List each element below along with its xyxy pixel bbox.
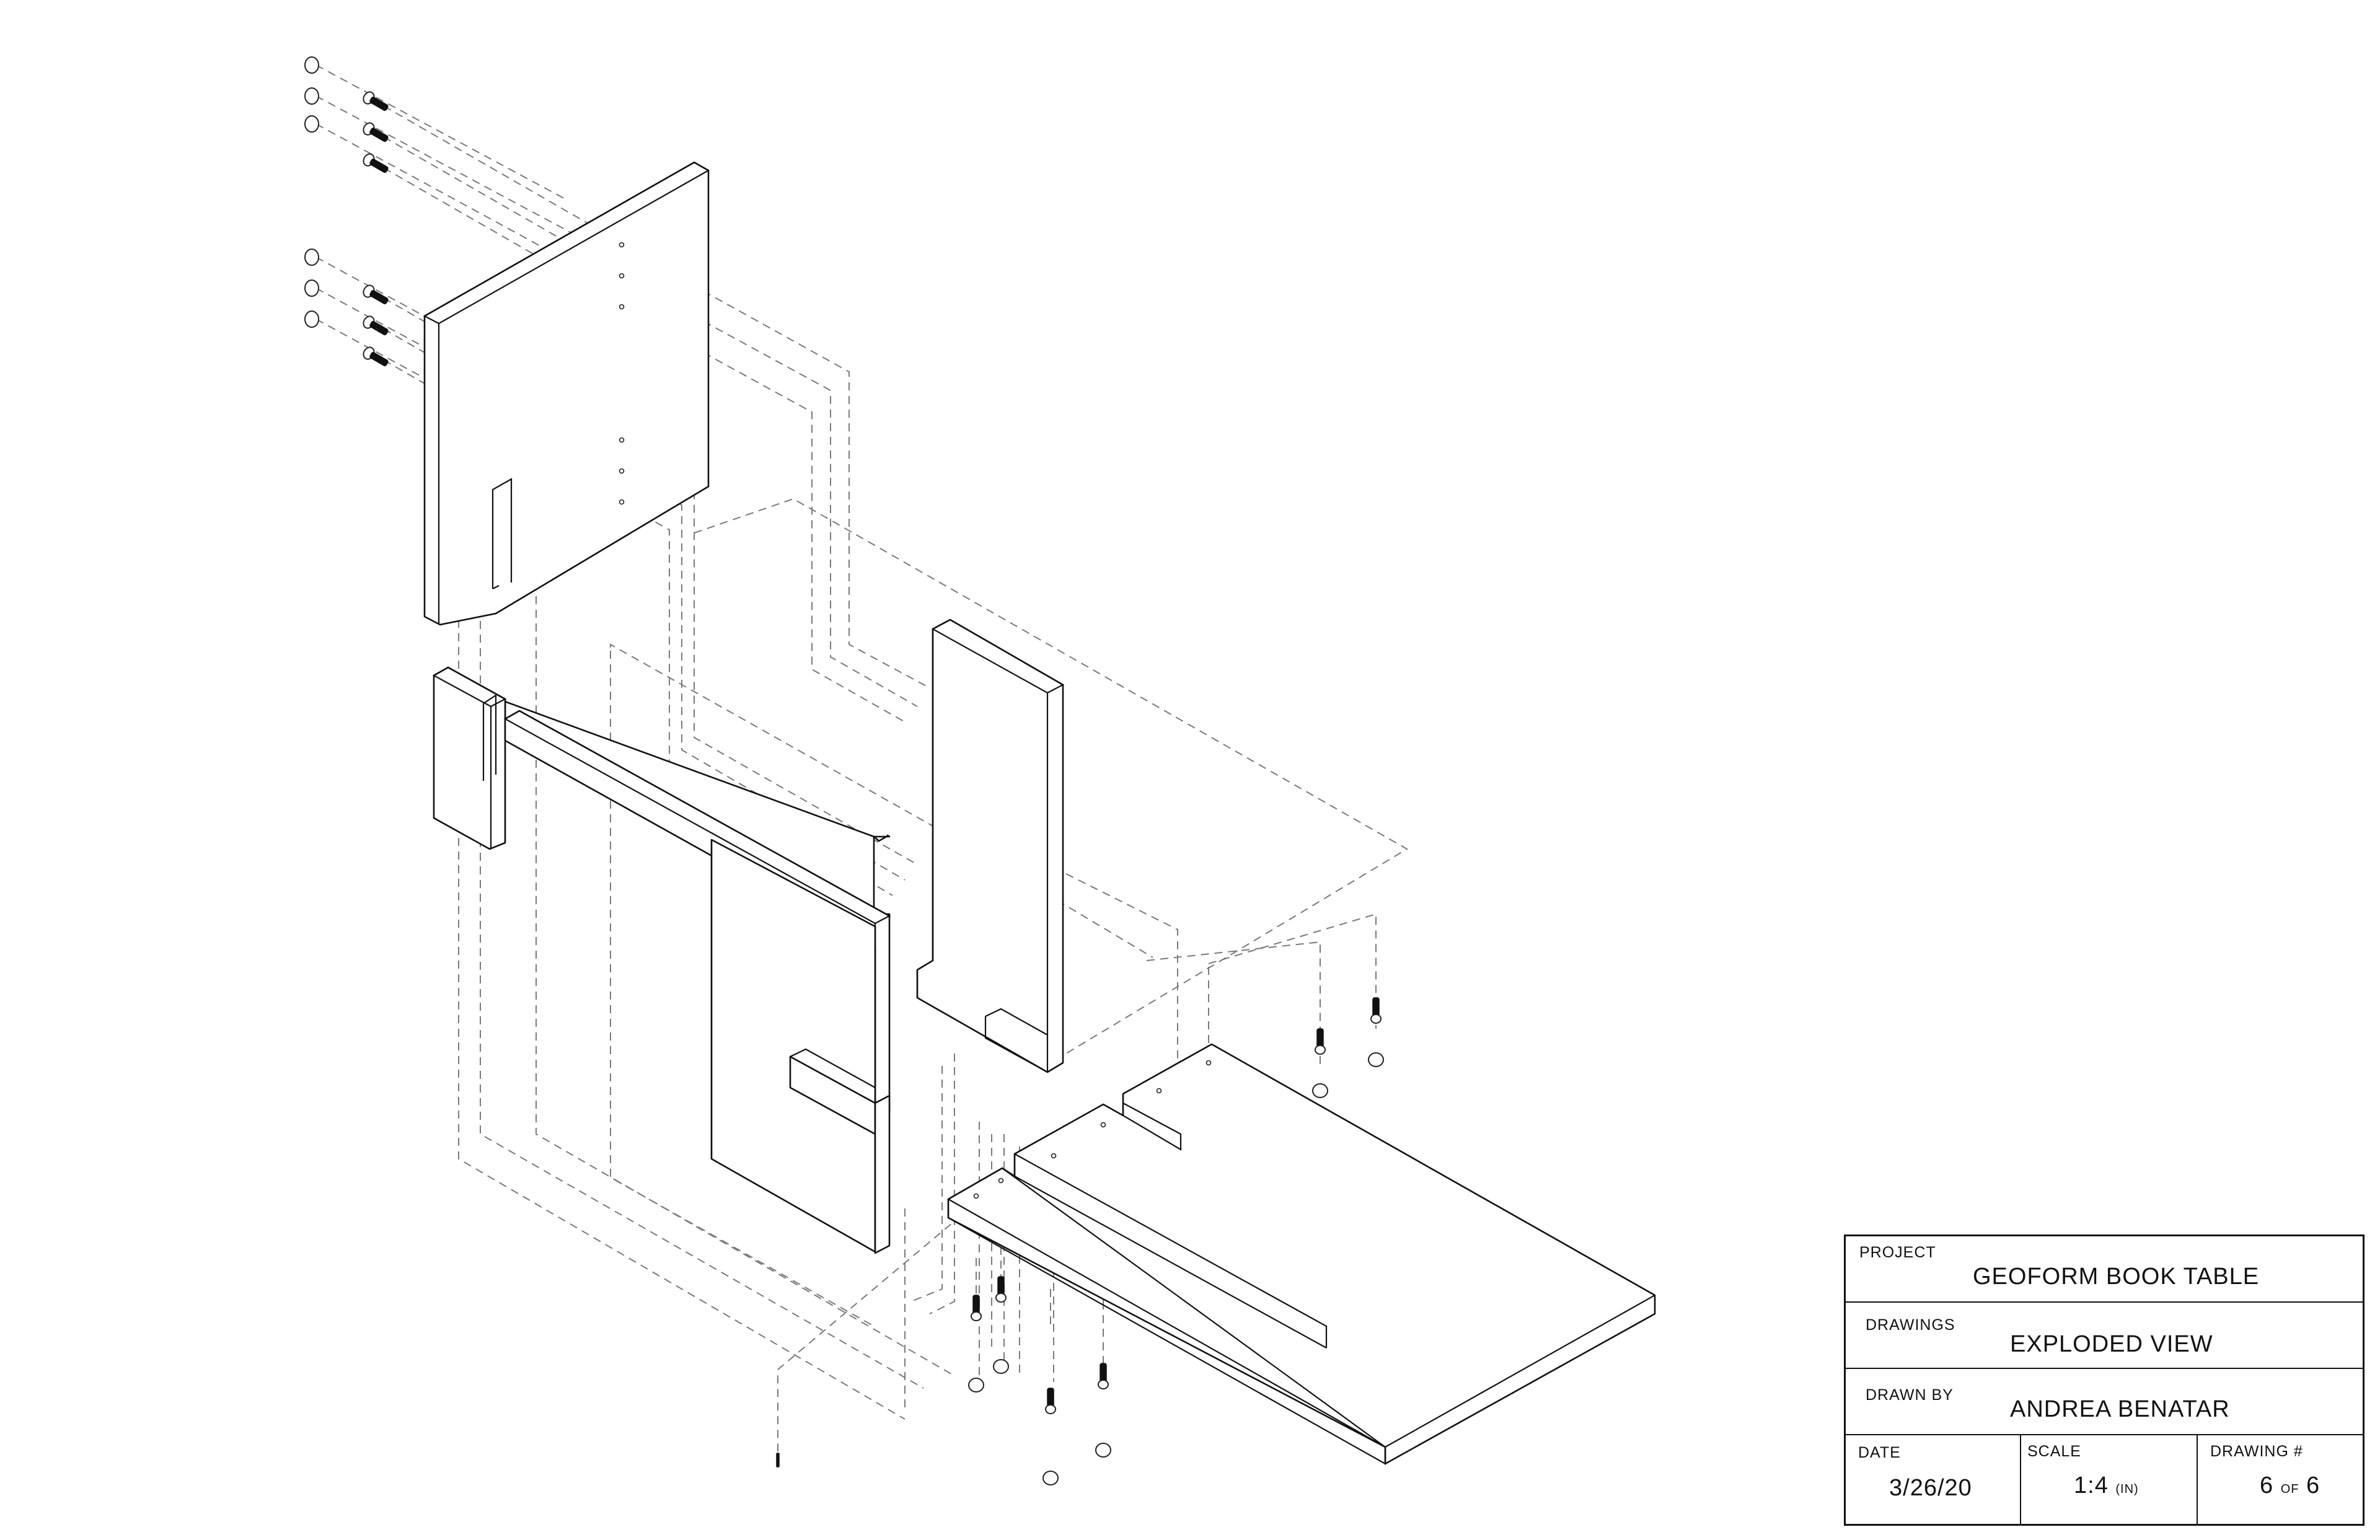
scale-value: 1:4 <box>2074 1472 2109 1498</box>
vertical-screw-icon <box>776 997 1382 1467</box>
drawings-label: DRAWINGS <box>1866 1316 1955 1334</box>
fasteners <box>304 56 1384 1485</box>
drawing-number-group: 6 OF 6 <box>2260 1472 2320 1499</box>
drawn-by-label: DRAWN BY <box>1866 1386 1954 1404</box>
drawing-number-value: 6 <box>2260 1472 2274 1498</box>
drawing-number-of: OF <box>2280 1482 2299 1496</box>
bottom-washer-icon <box>968 1052 1384 1485</box>
project-value: GEOFORM BOOK TABLE <box>1973 1264 2260 1290</box>
project-row: PROJECT GEOFORM BOOK TABLE <box>1846 1236 2363 1303</box>
drawings-row: DRAWINGS EXPLODED VIEW <box>1846 1303 2363 1369</box>
drawn-by-row: DRAWN BY ANDREA BENATAR <box>1846 1369 2363 1435</box>
scale-unit: (IN) <box>2115 1482 2139 1496</box>
base-plate <box>947 1043 1656 1465</box>
drawing-number-cell: DRAWING # 6 OF 6 <box>2198 1435 2363 1526</box>
title-block: PROJECT GEOFORM BOOK TABLE DRAWINGS EXPL… <box>1844 1234 2365 1526</box>
screw-icon <box>363 91 389 366</box>
drawing-number-label: DRAWING # <box>2210 1443 2303 1460</box>
scale-label: SCALE <box>2027 1443 2081 1460</box>
scale-value-group: 1:4 (IN) <box>2074 1472 2139 1499</box>
top-back-panel <box>423 161 710 626</box>
drawn-by-value: ANDREA BENATAR <box>2010 1396 2230 1422</box>
drawing-number-total: 6 <box>2306 1472 2320 1498</box>
date-cell: DATE 3/26/20 <box>1846 1435 2021 1526</box>
date-value: 3/26/20 <box>1889 1475 1972 1501</box>
date-label: DATE <box>1858 1444 1901 1461</box>
right-vertical-post <box>916 618 1065 1073</box>
info-row: DATE 3/26/20 SCALE 1:4 (IN) DRAWING # 6 … <box>1846 1435 2363 1526</box>
left-middle-panel <box>432 666 891 1254</box>
project-label: PROJECT <box>1859 1244 1936 1261</box>
washer-icon <box>304 56 319 328</box>
drawings-value: EXPLODED VIEW <box>2010 1331 2213 1357</box>
scale-cell: SCALE 1:4 (IN) <box>2021 1435 2198 1526</box>
